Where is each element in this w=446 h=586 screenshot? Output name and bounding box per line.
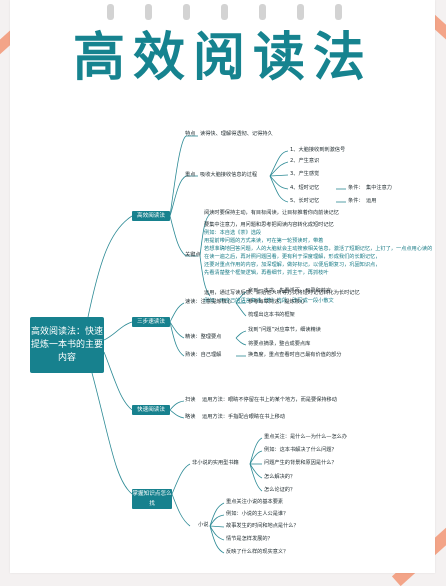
sub-branch-label: 小说 bbox=[198, 522, 209, 528]
binder-ring bbox=[221, 4, 228, 20]
leaf-item: 反映了什么样的现实意义？ bbox=[226, 549, 289, 555]
step-item: 2、产生意识 bbox=[290, 158, 320, 164]
condition-text: 集中注意力 bbox=[366, 185, 392, 191]
binder-ring bbox=[107, 4, 114, 20]
branch-box-gaoxiao: 高效阅读法 bbox=[132, 211, 170, 221]
guanjian-line: 要集中注意力，用问题和思考把阅读内容转化成短时记忆 bbox=[204, 222, 334, 228]
guanjian-line: 用提前带问题的方式来读，可在第一轮预读时，带着 bbox=[204, 238, 324, 244]
leaf-item: 情节是怎样发展的？ bbox=[226, 536, 273, 542]
leaf-item: 运用方法：眼睛不停留在书上的某个地方，而是要保持移动 bbox=[202, 397, 337, 403]
step-item: 3、产生感觉 bbox=[290, 171, 320, 177]
branch-box-sanbu: 三步速读法 bbox=[132, 317, 170, 327]
condition-label: 条件： bbox=[348, 185, 364, 191]
branch-label: 三步速读法 bbox=[137, 319, 165, 325]
leaf-item: 问题产生的背景和原因是什么？ bbox=[264, 460, 337, 466]
condition-label: 条件： bbox=[348, 198, 364, 204]
leaf-item: 找到“问题”对应章节，细读精读 bbox=[248, 327, 321, 333]
mind-map-sheet bbox=[10, 0, 435, 573]
condition-text: 运用 bbox=[366, 198, 377, 204]
binder-ring bbox=[259, 4, 266, 20]
guanjian-line: 阅读时要保持主动，有目标阅读，让目标推着你向前读记忆 bbox=[204, 210, 339, 216]
node-tedian-label: 特点 bbox=[185, 131, 196, 137]
node-zhongdian-text: 吸收大脑接收信息的过程 bbox=[200, 172, 258, 178]
guanjian-line: 在读一遍之后，再对照问题回看，更有利于深度理解，形成我们的长期记忆， bbox=[204, 254, 381, 260]
guanjian-line: 例如：本自选《茶》选段 bbox=[204, 230, 262, 236]
leaf-item: 怎么论证的？ bbox=[264, 487, 296, 493]
sub-branch-label: 精读：整理要点 bbox=[185, 334, 222, 340]
guanjian-line: 先看清楚整个框架逻辑，再看细节，抓主干，再抓枝叶 bbox=[204, 270, 329, 276]
leaf-item: 怎么解决的？ bbox=[264, 474, 296, 480]
connector-lines bbox=[87, 135, 346, 554]
leaf-item: 运用方法：手指配合眼睛在书上移动 bbox=[202, 414, 286, 420]
leaf-item: 参考每章简述，提炼核心 bbox=[248, 299, 306, 305]
node-guanjian-label: 关键点 bbox=[185, 252, 201, 258]
branch-label: 高效阅读法 bbox=[137, 213, 165, 219]
binder-ring bbox=[297, 4, 304, 20]
step-item: 1、大脑接收到刺激信号 bbox=[290, 147, 346, 153]
branch-label: 掌握知识点怎么找 bbox=[132, 491, 172, 507]
central-topic: 高效阅读法：快速提炼一本书的主要内容 bbox=[30, 317, 104, 373]
leaf-item: 例如：小说的主人公是谁？ bbox=[226, 511, 289, 517]
binder-ring bbox=[183, 4, 190, 20]
step-item: 5、长时记忆 bbox=[290, 198, 320, 204]
guanjian-line: 运用，通过写读后感、讲给他人听等方式将短时记忆转化为长时记忆 bbox=[204, 290, 360, 296]
leaf-item: 故事发生的时间和地点是什么？ bbox=[226, 523, 299, 529]
step-item: 4、短时记忆 bbox=[290, 185, 320, 191]
page-title: 高效阅读法 bbox=[72, 27, 373, 88]
guanjian-line: 还要对重点作用的内容，加深理解，做好标记，以便后期复习，巩固知识点， bbox=[204, 262, 381, 268]
guanjian-line: 若想准确地回答问题，人的大脑就会主动搜索相关信息，激活了短期记忆，上钉了，一点点… bbox=[204, 246, 433, 252]
branch-label: 快速阅读法 bbox=[137, 407, 165, 413]
node-zhongdian-label: 重点 bbox=[185, 172, 196, 178]
binder-ring bbox=[145, 4, 152, 20]
node-tedian-text: 读得快、理解得透彻、记得持久 bbox=[200, 131, 273, 137]
sub-branch-label: 熟读：自己理解 bbox=[185, 352, 222, 358]
central-topic-label: 高效阅读法：快速提炼一本书的主要内容 bbox=[30, 326, 103, 363]
leaf-item: 拿到一本书，先看浮页、目录和前言 bbox=[248, 288, 332, 294]
binder-ring bbox=[335, 4, 342, 20]
leaf-item: 例如：这本书解决了什么问题？ bbox=[264, 447, 337, 453]
guanjian-line: 例如：用自己的语言复述《茶》选段，改写成一段小散文 bbox=[204, 298, 334, 304]
leaf-item: 重点关注：是什么—为什么—怎么办 bbox=[264, 434, 348, 440]
leaf-item: 将要点摘录，整合成要点库 bbox=[248, 341, 311, 347]
sub-branch-label: 速读：注意提炼核心 bbox=[185, 299, 232, 305]
leaf-item: 梳理出这本书的框架 bbox=[248, 312, 295, 318]
leaf-item: 换角度，重点查看时自己最有价值的部分 bbox=[248, 352, 342, 358]
sub-branch-label: 非小说的实用型书籍 bbox=[192, 460, 239, 466]
leaf-item: 重点关注小说的基本要素 bbox=[226, 499, 284, 505]
branch-box-kuaisu: 快速阅读法 bbox=[132, 405, 170, 415]
sub-branch-label: 略读 bbox=[185, 414, 196, 420]
branch-box-zhishidian: 掌握知识点怎么找 bbox=[132, 489, 172, 509]
sub-branch-label: 扫读 bbox=[185, 397, 196, 403]
